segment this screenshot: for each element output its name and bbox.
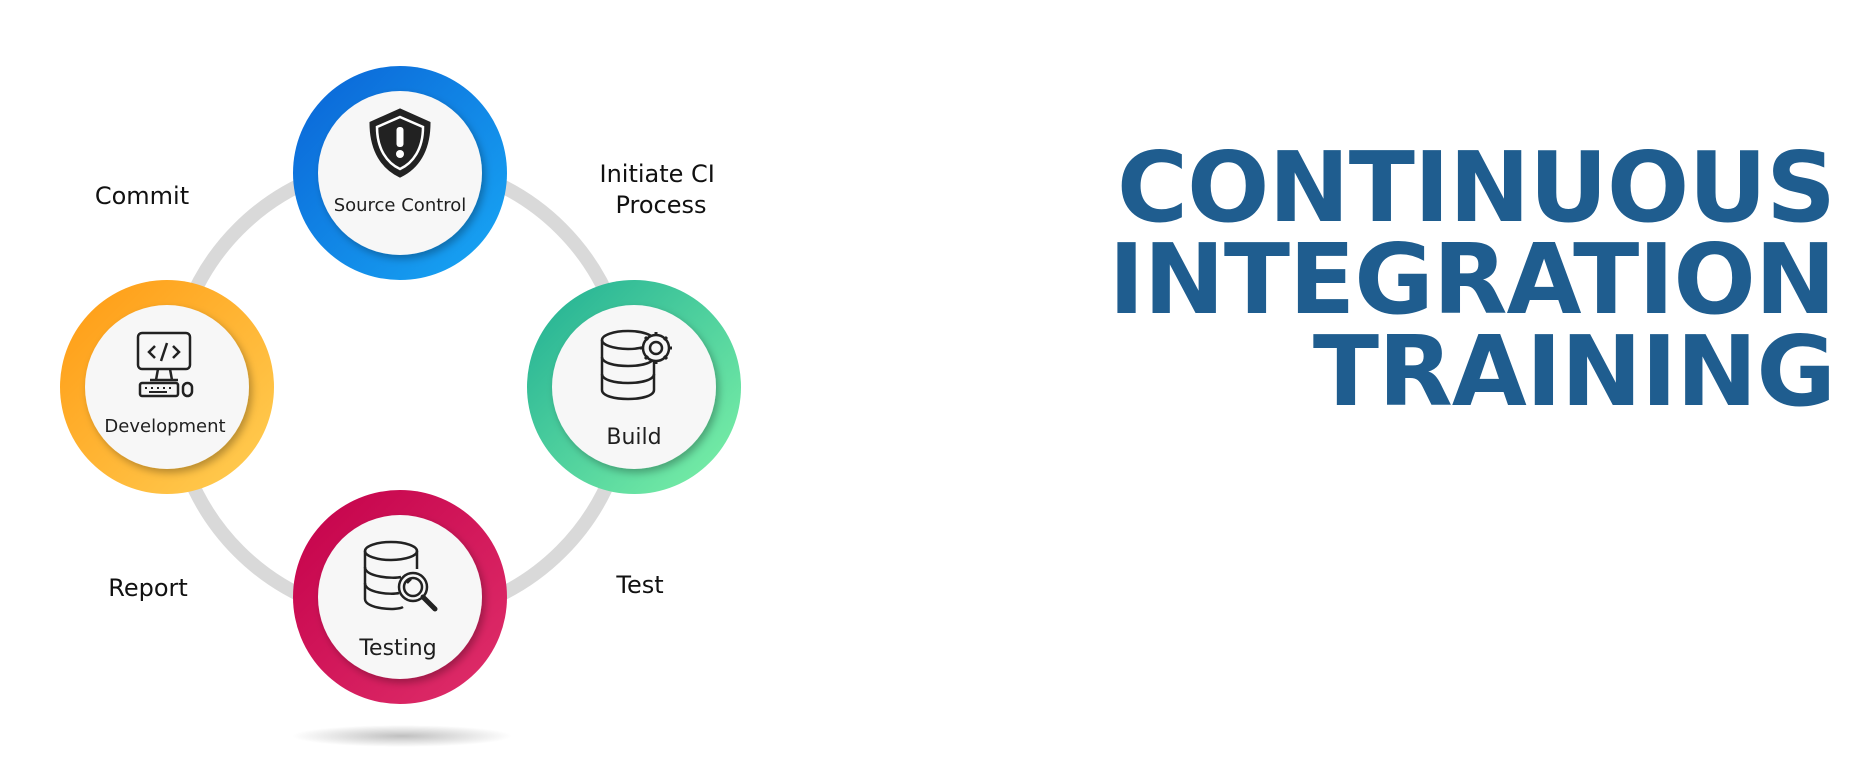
edge-label-initiate-ci-line2: Process: [615, 191, 706, 219]
ground-shadow: [292, 725, 512, 747]
node-build: Build: [527, 280, 741, 494]
title-line-3: TRAINING: [1312, 315, 1836, 428]
edge-label-report: Report: [108, 574, 188, 602]
node-source-control: Source Control: [293, 66, 507, 280]
edge-label-test: Test: [615, 571, 663, 599]
node-label-build: Build: [606, 425, 661, 450]
database-gear-icon: [600, 329, 672, 401]
edge-label-initiate-ci-line1: Initiate CI: [599, 160, 714, 188]
node-label-source-control: Source Control: [334, 195, 467, 216]
shield-alert-icon: [369, 108, 431, 178]
title-line-1: CONTINUOUS: [1116, 131, 1836, 244]
node-label-development: Development: [104, 416, 225, 437]
node-label-testing: Testing: [358, 636, 436, 661]
edge-label-initiate-ci: Initiate CI Process: [599, 160, 722, 219]
page-title: CONTINUOUS INTEGRATION TRAINING: [935, 131, 1836, 428]
node-development: Development: [60, 280, 274, 494]
database-search-icon: [363, 540, 438, 612]
computer-code-icon: [136, 331, 194, 398]
ci-cycle-diagram: Source Control Build: [60, 66, 741, 747]
node-testing: Testing: [293, 490, 507, 704]
edge-label-commit: Commit: [95, 182, 189, 210]
title-line-2: INTEGRATION: [1108, 223, 1836, 336]
